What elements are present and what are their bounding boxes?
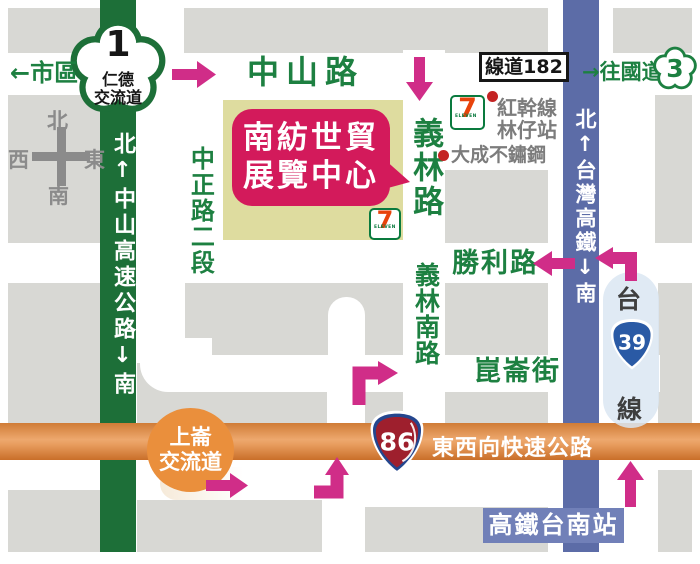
route-arrow-turn-east-yilin-south-icon [352,361,398,405]
city-block [445,170,548,243]
expressway-86-shield: 86 [367,408,427,476]
shanglun-line2: 交流道 [159,450,222,474]
landmark-name-line1: 南紡世貿 [243,120,379,156]
thsr-station-label: 高鐵台南站 [488,511,619,539]
city-block [658,470,692,552]
provincial-39-shield: 39 [608,316,656,372]
shield-39-number: 39 [618,331,646,355]
compass-cross-icon [57,127,66,186]
shanglun-interchange-marker: 上崙 交流道 [147,408,234,492]
city-block [613,8,692,53]
seven-eleven-icon: 7 ELEVEN [369,206,401,240]
rende-name-line2: 交流道 [93,88,142,107]
county-182-label: 線道182 [485,56,563,78]
landmark-bubble: 南紡世貿 展覽中心 [232,109,390,206]
city-block [655,95,692,243]
route-arrow-turn-west-from-39-icon [595,247,637,281]
road-label-zhongshan: 中山路 [247,53,365,91]
national3-number: 3 [666,54,684,83]
city-block [445,283,548,355]
thsr-station-box: 高鐵台南站 [483,508,624,543]
to-national3-label: →往國道 [582,60,663,84]
route-arrow-west-shengli-icon [533,251,575,276]
plum-blossom-icon [70,19,166,112]
shanglun-line1: 上崙 [169,425,212,449]
road-label-zhongzheng-sec2: 中正路二段 [186,146,215,276]
city-block [8,95,100,243]
compass-west: 西 [8,148,29,172]
freeway-label: 北↑中山高速公路↓南 [110,132,135,398]
city-block [445,392,548,423]
poi-dot [438,150,449,161]
thsr-railway [563,0,599,552]
city-block [137,500,322,552]
highway-shield-icon: 39 [610,319,654,370]
route-arrow-east-ramp-icon [206,473,248,498]
poi-bus-line2: 林仔站 [497,118,557,142]
thsr-label: 北↑台灣高鐵↓南 [573,108,597,306]
expressway-86-road [0,423,700,460]
city-block [365,283,403,423]
compass-south: 南 [48,184,69,208]
tai39-prefix: 台 [616,285,642,314]
poi-dot [487,91,498,102]
poi-bus-line1: 紅幹線 [497,96,557,120]
city-block [658,283,692,423]
city-block [160,8,548,53]
rende-name-line1: 仁德 [101,70,134,89]
seven-eleven-7: 7 [376,206,394,234]
seven-eleven-eleven: ELEVEN [374,225,396,230]
rende-number: 1 [105,24,131,65]
route-arrow-south-yilin-icon [406,57,433,101]
national3-marker: 3 [652,46,698,92]
route-arrow-turn-north-from-ramp-icon [314,457,349,499]
road-label-yilin: 義林路 [407,117,444,219]
tai39-suffix: 線 [617,395,643,424]
plum-blossom-icon [653,46,697,90]
seven-eleven-icon: 7 ELEVEN [450,93,485,130]
expressway-name: 東西向快速公路 [432,436,594,461]
road-yilin [403,50,445,465]
rende-interchange-marker: 1 仁德 交流道 [68,18,168,118]
county-182-sign: 線道182 [479,52,569,82]
city-block [8,283,100,423]
landmark-name-line2: 展覽中心 [243,158,379,194]
road-label-kunlun: 崑崙街 [474,356,561,387]
poi-dacheng: 大成不鏽鋼 [451,144,547,166]
road-label-yilin-south: 義林南路 [411,262,441,366]
route-arrow-north-39-icon [617,461,644,507]
shield-86-number: 86 [379,427,414,456]
city-block [8,490,100,552]
route-arrow-east-zhongshan-icon [172,61,216,88]
road-label-shengli: 勝利路 [452,248,539,279]
to-city-label: ←市區 [10,59,79,87]
seven-eleven-7: 7 [458,93,477,124]
expressway-shield-icon: 86 [370,410,424,474]
seven-eleven-eleven: ELEVEN [455,114,477,119]
